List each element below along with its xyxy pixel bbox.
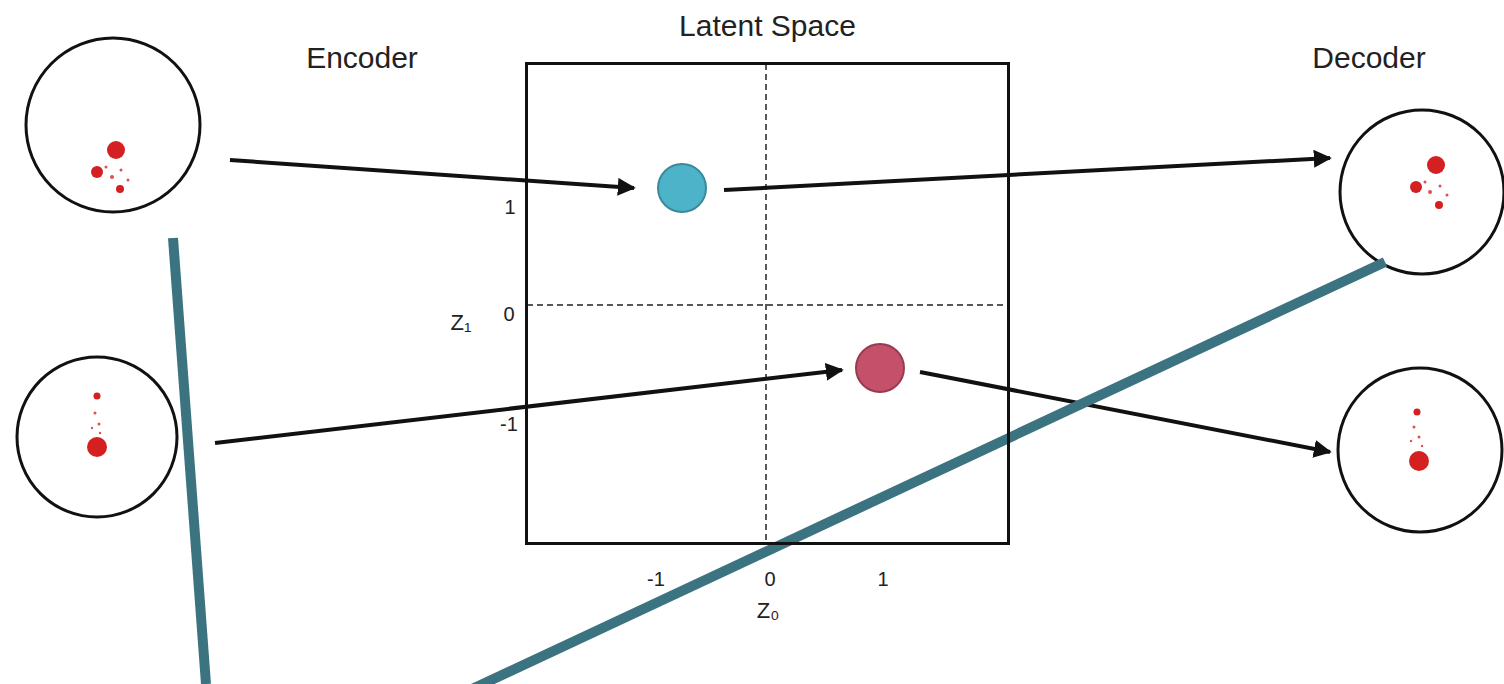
- axis-label: Z₀: [755, 598, 782, 623]
- tick-label: -1: [497, 413, 521, 436]
- tick-label: 0: [761, 568, 778, 591]
- highlight-stroke: [470, 262, 1385, 684]
- axis-line: [527, 304, 1008, 306]
- tick-label: 1: [874, 568, 891, 591]
- highlight-stroke: [173, 238, 206, 684]
- decode-arrow: [724, 158, 1330, 190]
- stage-label: Encoder: [306, 41, 418, 76]
- tick-label: -1: [644, 568, 668, 591]
- input-image: [26, 38, 200, 212]
- output-image: [1340, 110, 1504, 274]
- latent-space-box: Latent Space: [525, 8, 1010, 545]
- encode-arrow: [230, 160, 634, 188]
- encode-arrow: [215, 370, 842, 443]
- box-heading: Latent Space: [525, 8, 1010, 44]
- tick-label: 0: [500, 303, 517, 326]
- input-image: [17, 357, 177, 517]
- stage-label: Decoder: [1312, 41, 1425, 76]
- latent-point: [856, 344, 904, 392]
- axis-line: [765, 64, 767, 543]
- box-outline: [525, 62, 1010, 545]
- tick-label: 1: [501, 196, 518, 219]
- output-image: [1338, 368, 1502, 532]
- latent-point: [658, 164, 706, 212]
- axis-label: Z₁: [449, 310, 474, 335]
